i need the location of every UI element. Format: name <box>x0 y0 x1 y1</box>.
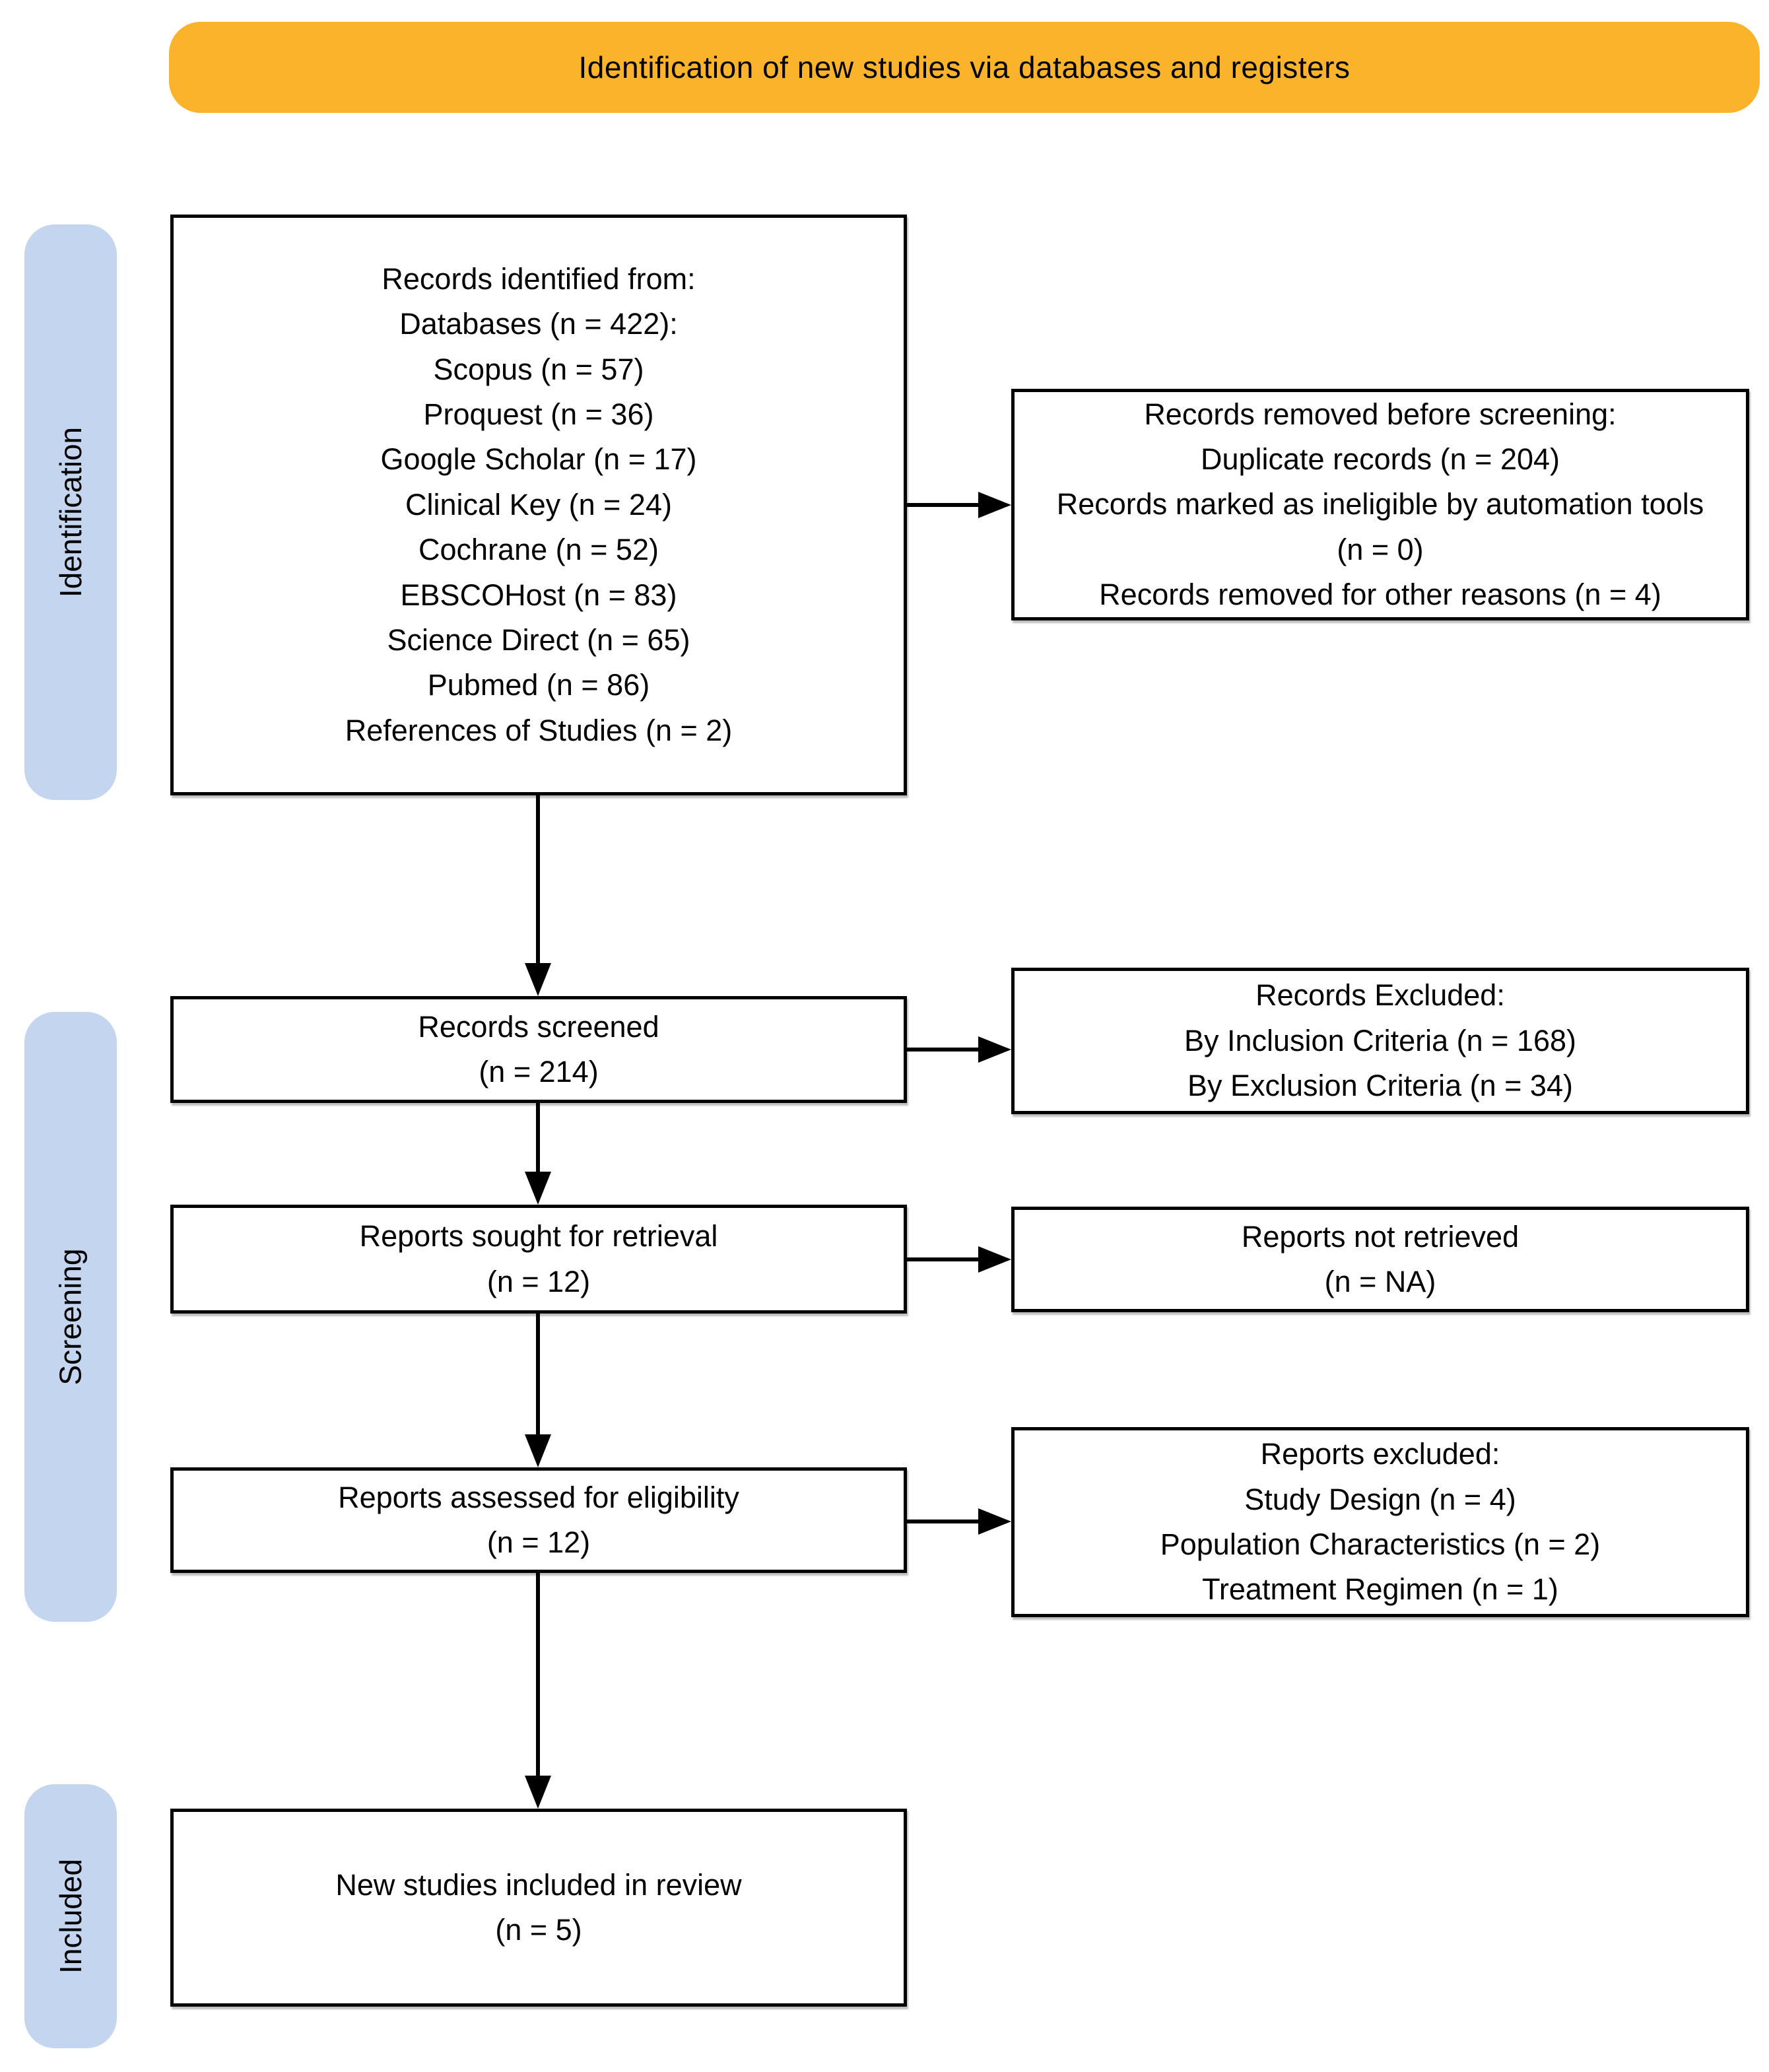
box-new-studies-included: New studies included in review (n = 5) <box>170 1809 907 2007</box>
arrow-assessed-to-excluded-head <box>978 1508 1011 1535</box>
box-records-identified: Records identified from: Databases (n = … <box>170 215 907 795</box>
box-records-screened: Records screened (n = 214) <box>170 996 907 1103</box>
arrow-screened-to-sought-head <box>525 1172 551 1205</box>
stage-included: Included <box>24 1784 117 2048</box>
arrow-screened-to-excluded-shaft <box>907 1048 978 1052</box>
box-reports-sought: Reports sought for retrieval (n = 12) <box>170 1205 907 1314</box>
arrow-assessed-to-excluded-shaft <box>907 1520 978 1523</box>
arrow-identified-to-removed-head <box>978 492 1011 518</box>
arrow-assessed-to-included-shaft <box>536 1573 540 1776</box>
arrow-identified-to-removed-shaft <box>907 503 978 507</box>
arrow-screened-to-sought-shaft <box>536 1103 540 1172</box>
header-banner: Identification of new studies via databa… <box>169 22 1760 113</box>
arrow-sought-to-not-retrieved-head <box>978 1246 1011 1273</box>
box-reports-excluded: Reports excluded: Study Design (n = 4) P… <box>1011 1427 1749 1617</box>
box-records-excluded: Records Excluded: By Inclusion Criteria … <box>1011 968 1749 1114</box>
stage-screening: Screening <box>24 1012 117 1622</box>
arrow-sought-to-assessed-head <box>525 1434 551 1467</box>
arrow-identified-to-screened-shaft <box>536 795 540 963</box>
arrow-screened-to-excluded-head <box>978 1036 1011 1063</box>
stage-identification: Identification <box>24 224 117 800</box>
arrow-sought-to-assessed-shaft <box>536 1314 540 1434</box>
arrow-identified-to-screened-head <box>525 963 551 996</box>
arrow-assessed-to-included-head <box>525 1776 551 1809</box>
box-reports-assessed: Reports assessed for eligibility (n = 12… <box>170 1467 907 1573</box>
box-reports-not-retrieved: Reports not retrieved (n = NA) <box>1011 1207 1749 1312</box>
stage-included-label: Included <box>53 1859 88 1974</box>
stage-identification-label: Identification <box>53 426 88 598</box>
header-title: Identification of new studies via databa… <box>578 50 1351 84</box>
box-records-removed-before-screening: Records removed before screening: Duplic… <box>1011 389 1749 620</box>
arrow-sought-to-not-retrieved-shaft <box>907 1257 978 1261</box>
stage-screening-label: Screening <box>53 1248 88 1386</box>
